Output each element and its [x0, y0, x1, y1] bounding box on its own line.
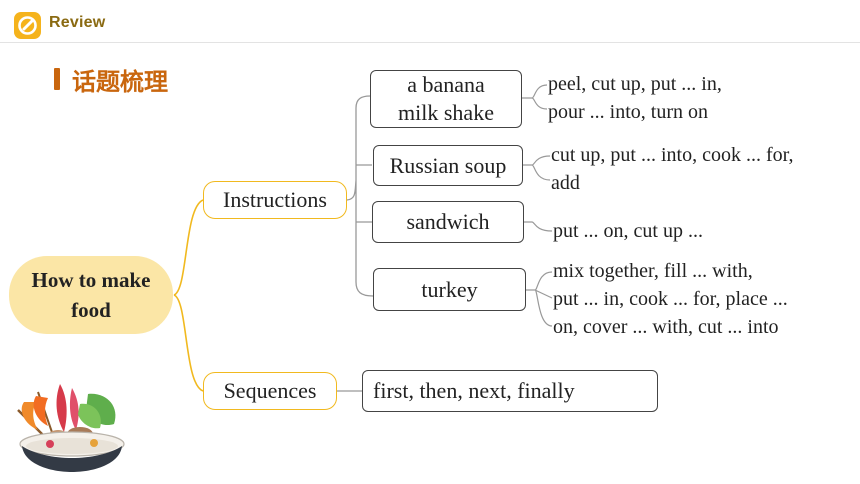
connector-item-3-note — [524, 221, 553, 232]
item-banana-milk-shake: a banana milk shake — [370, 70, 522, 128]
mindmap-root: How to make food — [9, 256, 173, 334]
connector-instructions-items — [346, 95, 374, 297]
steps-sandwich: put ... on, cut up ... — [553, 217, 703, 245]
steps-russian-soup: cut up, put ... into, cook ... for, add — [551, 141, 794, 197]
header-title: Review — [49, 14, 106, 31]
branch-instructions-label: Instructions — [223, 187, 327, 212]
app-logo — [14, 12, 41, 39]
connector-item-1-note — [522, 84, 548, 110]
connector-item-2-note — [523, 155, 551, 181]
step-line: mix together, fill ... with, — [553, 260, 753, 282]
branch-instructions: Instructions — [203, 181, 347, 219]
food-pot-icon — [17, 384, 125, 472]
steps-turkey: mix together, fill ... with, put ... in,… — [553, 257, 788, 341]
item-label: a banana milk shake — [398, 72, 494, 125]
connector-item-4-note — [526, 271, 553, 327]
item-label: turkey — [421, 276, 478, 302]
item-label: Russian soup — [389, 152, 507, 178]
step-line: on, cover ... with, cut ... into — [553, 316, 779, 338]
step-line: cut up, put ... into, cook ... for, — [551, 144, 794, 166]
pencil-icon — [18, 16, 37, 35]
connector-root-sequences — [173, 294, 204, 392]
step-line: put ... on, cut up ... — [553, 220, 703, 242]
step-line: put ... in, cook ... for, place ... — [553, 288, 788, 310]
connector-root-instructions — [173, 199, 204, 296]
sequence-words-box: first, then, next, finally — [362, 370, 658, 412]
topic-marker — [54, 68, 60, 90]
topic-title: 话题梳理 — [72, 68, 168, 96]
step-line: peel, cut up, put ... in, — [548, 73, 722, 95]
branch-sequences: Sequences — [203, 372, 337, 410]
step-line: pour ... into, turn on — [548, 101, 708, 123]
item-label: sandwich — [406, 209, 490, 234]
step-line: add — [551, 172, 580, 194]
sequence-words: first, then, next, finally — [373, 378, 575, 403]
item-turkey: turkey — [373, 268, 526, 311]
mindmap-root-label: How to make food — [31, 268, 151, 322]
header-divider — [0, 42, 860, 43]
item-sandwich: sandwich — [372, 201, 524, 243]
steps-banana-milk-shake: peel, cut up, put ... in, pour ... into,… — [548, 70, 722, 126]
branch-sequences-label: Sequences — [223, 378, 317, 403]
item-russian-soup: Russian soup — [373, 145, 523, 186]
